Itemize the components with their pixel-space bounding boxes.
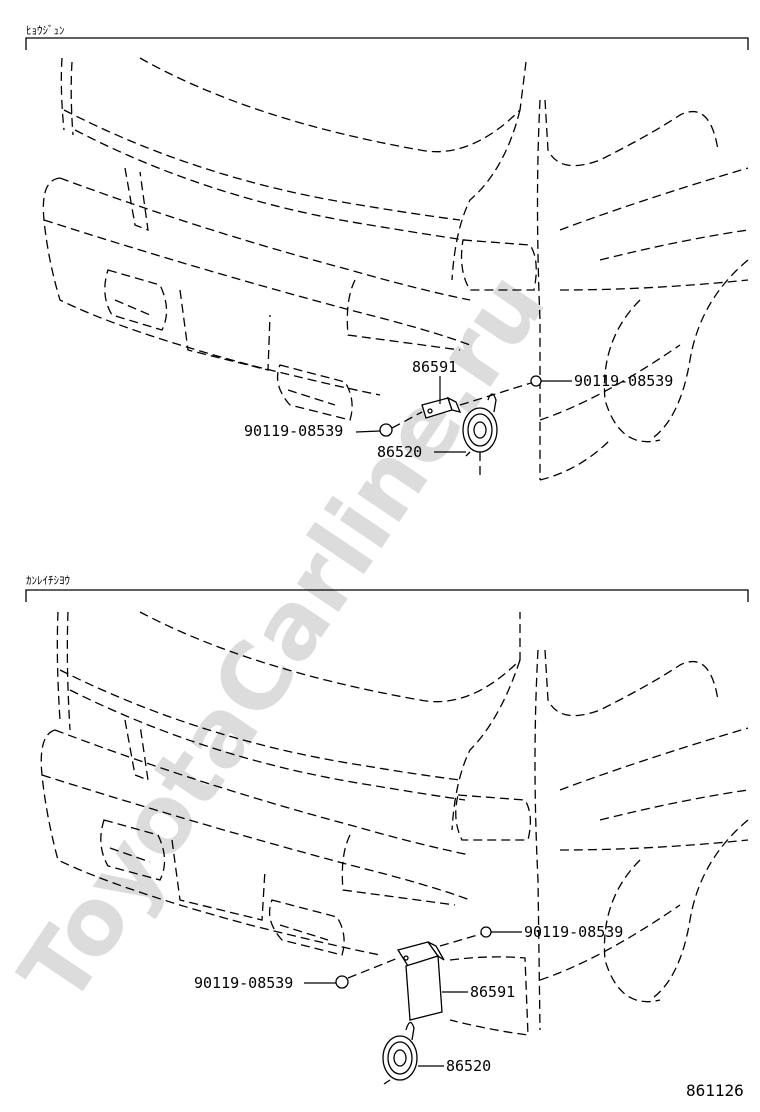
section-cold-area: ｶﾝﾚｲﾁｼﾖｳ <box>25 574 749 1085</box>
part-label-90119-left: 90119-08539 <box>244 422 343 440</box>
section-title-standard: ﾋｮｳｼﾞｭﾝ <box>26 24 65 37</box>
bolt-right-cold-area <box>480 926 522 938</box>
diagram-code: 861126 <box>686 1081 744 1100</box>
section-bracket-line <box>25 37 749 50</box>
bracket-86591-cold-area <box>396 941 445 1021</box>
bolt-right-standard <box>530 375 572 387</box>
horn-86520-cold-area <box>382 1021 418 1085</box>
horn-86520-standard <box>462 393 498 457</box>
assembly-line <box>459 382 532 406</box>
part-label-90119-right: 90119-08539 <box>524 923 623 941</box>
assembly-line <box>347 957 399 979</box>
part-label-90119-right: 90119-08539 <box>574 372 673 390</box>
section-title-cold-area: ｶﾝﾚｲﾁｼﾖｳ <box>26 574 70 587</box>
part-label-86520: 86520 <box>446 1057 491 1075</box>
section-bracket-line <box>25 589 749 602</box>
part-label-86591: 86591 <box>470 983 515 1001</box>
bracket-86591-standard <box>421 396 462 419</box>
vehicle-outline-cold-area <box>40 611 749 1036</box>
section-standard: ﾋｮｳｼﾞｭﾝ <box>25 24 749 481</box>
part-label-90119-left: 90119-08539 <box>194 974 293 992</box>
part-label-86591: 86591 <box>412 358 457 376</box>
assembly-line <box>439 933 482 947</box>
watermark: ToyotaCarline.ru <box>0 254 566 1022</box>
bolt-left-standard <box>355 423 393 437</box>
vehicle-outline-standard <box>42 57 749 481</box>
bolt-left-cold-area <box>304 975 349 989</box>
part-label-86520: 86520 <box>377 443 422 461</box>
assembly-line <box>391 411 423 429</box>
